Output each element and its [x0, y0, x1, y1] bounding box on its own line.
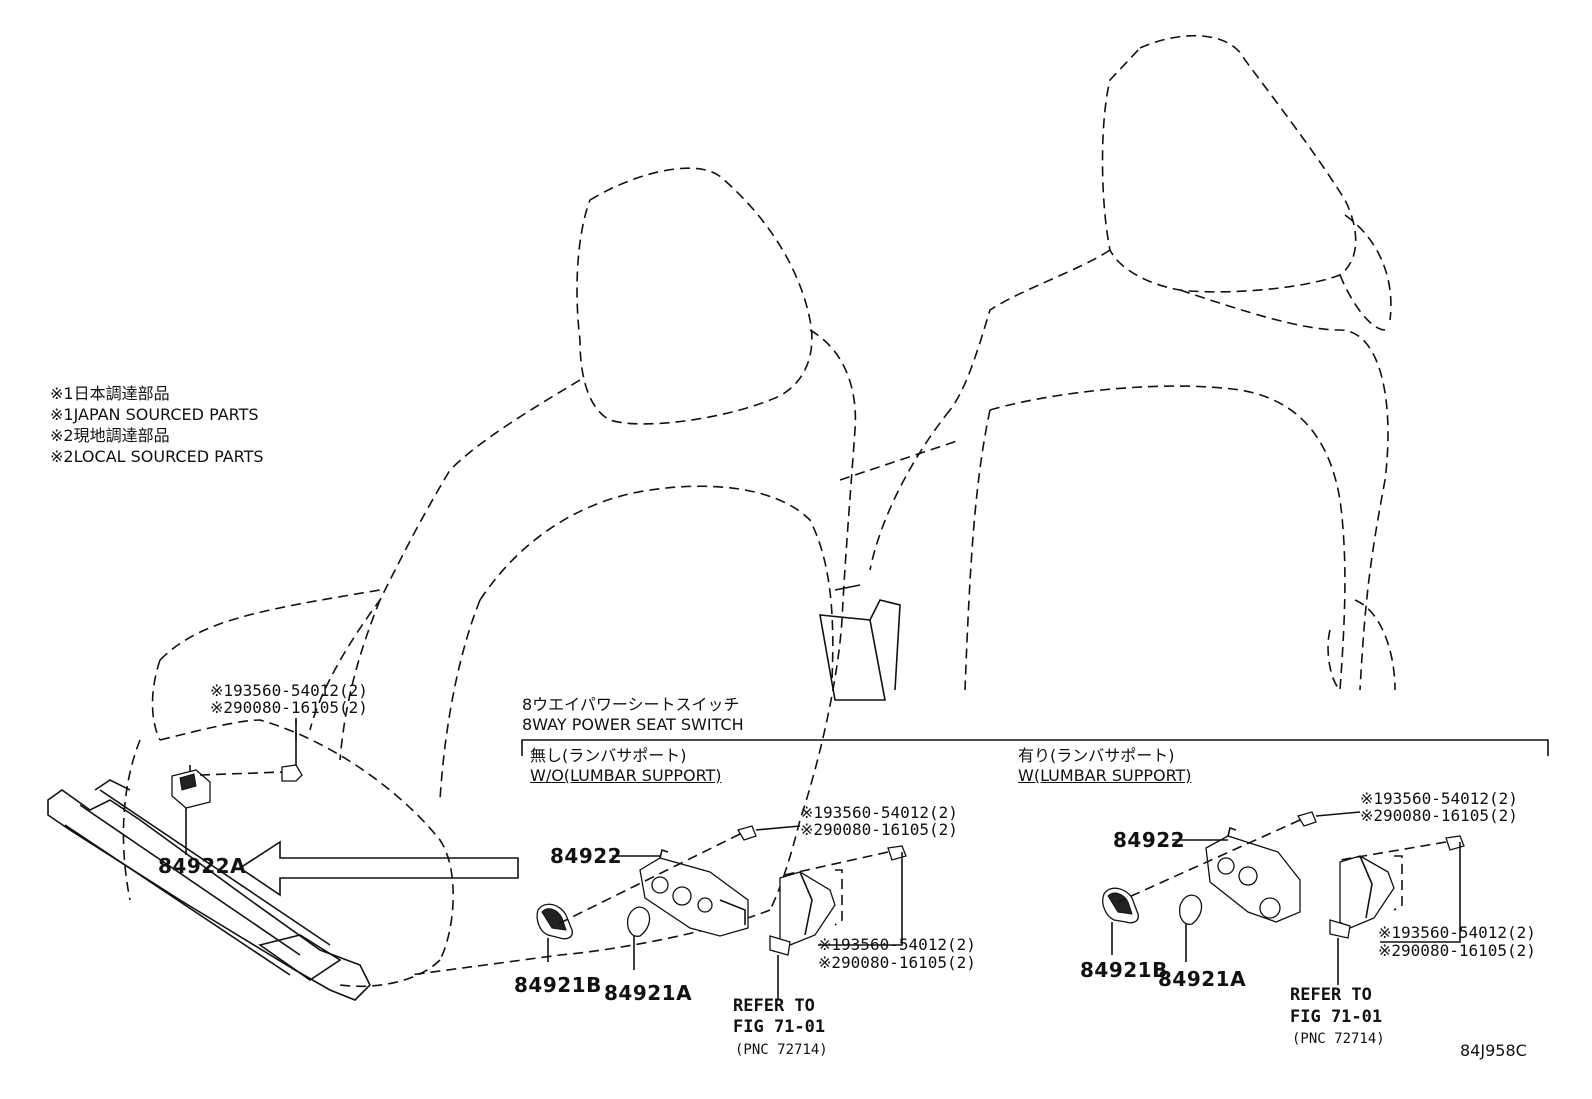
- w-side-screw-pn-2: ※290080-16105(2): [1378, 941, 1536, 960]
- legend-line-3: ※2現地調達部品: [50, 426, 170, 445]
- left-screw-pn-2: ※290080-16105(2): [210, 698, 368, 717]
- w-top-screw-pn-1: ※193560-54012(2): [1360, 789, 1518, 808]
- wo-top-screw-pn-1: ※193560-54012(2): [800, 803, 958, 822]
- w-lumbar-heading-en: W(LUMBAR SUPPORT): [1018, 766, 1192, 785]
- wo-switch-label: 84922: [550, 844, 623, 868]
- w-top-screw-pn-2: ※290080-16105(2): [1360, 806, 1518, 825]
- switch-box-frame: [521, 739, 1549, 756]
- w-switch-label: 84922: [1113, 828, 1186, 852]
- w-refer-line-2: FIG 71-01: [1290, 1007, 1383, 1027]
- legend-line-4: ※2LOCAL SOURCED PARTS: [50, 447, 264, 466]
- wo-lumbar-parts: [536, 825, 907, 1000]
- w-lumbar-heading-jp: 有り(ランバサポート): [1018, 746, 1175, 765]
- part-84922A-label: 84922A: [158, 854, 247, 878]
- wo-knob-a-label: 84921A: [604, 981, 693, 1005]
- w-side-screw-pn-1: ※193560-54012(2): [1378, 923, 1536, 942]
- w-refer-line-1: REFER TO: [1290, 985, 1372, 1005]
- figure-code: 84J958C: [1460, 1041, 1527, 1060]
- right-seat-outline: [839, 34, 1396, 691]
- legend-line-1: ※1日本調達部品: [50, 384, 170, 403]
- wo-refer-line-3: (PNC 72714): [735, 1042, 828, 1058]
- w-knob-a-label: 84921A: [1158, 967, 1247, 991]
- wo-lumbar-heading-jp: 無し(ランバサポート): [530, 746, 687, 765]
- wo-side-screw-pn-1: ※193560-54012(2): [818, 935, 976, 954]
- seat-rail: [47, 779, 371, 1001]
- switch-title-en: 8WAY POWER SEAT SWITCH: [522, 715, 744, 734]
- w-refer-line-3: (PNC 72714): [1292, 1031, 1385, 1047]
- installed-switch: [171, 718, 303, 855]
- wo-side-screw-pn-2: ※290080-16105(2): [818, 953, 976, 972]
- wo-lumbar-heading-en: W/O(LUMBAR SUPPORT): [530, 766, 722, 785]
- w-knob-b-label: 84921B: [1080, 958, 1168, 982]
- w-lumbar-parts: [1102, 811, 1465, 985]
- wo-knob-b-label: 84921B: [514, 973, 602, 997]
- wo-refer-line-2: FIG 71-01: [733, 1017, 826, 1037]
- wo-top-screw-pn-2: ※290080-16105(2): [800, 820, 958, 839]
- left-screw-pn-1: ※193560-54012(2): [210, 681, 368, 700]
- switch-title-jp: 8ウエイパワーシートスイッチ: [522, 695, 740, 714]
- wo-refer-line-1: REFER TO: [733, 996, 815, 1016]
- big-arrow: [238, 840, 519, 897]
- legend-line-2: ※1JAPAN SOURCED PARTS: [50, 405, 259, 424]
